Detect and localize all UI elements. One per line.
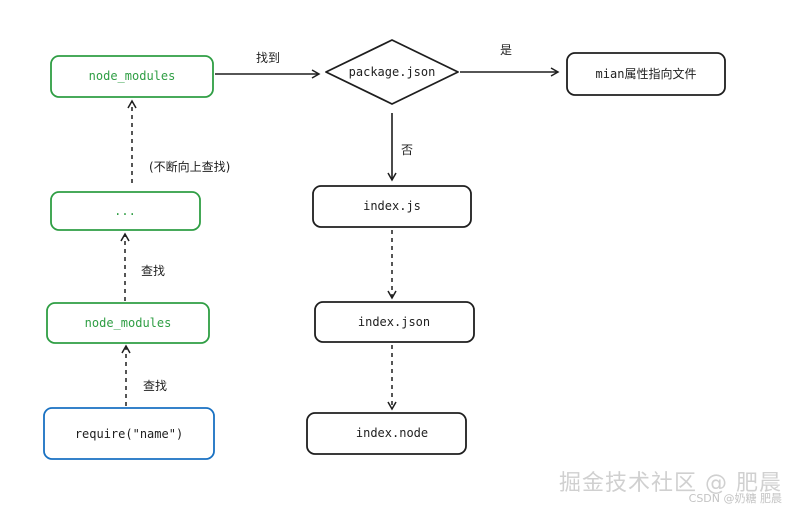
watermark-main: 掘金技术社区 @ 肥晨 (559, 471, 782, 496)
index-node-box: index.node (306, 412, 467, 455)
package-json-diamond: package.json (325, 39, 459, 105)
found-label: 找到 (256, 51, 280, 65)
node-modules-top-label: node_modules (89, 69, 176, 83)
index-json-label: index.json (358, 315, 430, 329)
index-js-label: index.js (363, 199, 421, 213)
require-box: require("name") (43, 407, 215, 460)
no-label: 否 (401, 143, 413, 157)
watermark-sub: CSDN @奶糖 肥晨 (688, 492, 782, 505)
index-js-box: index.js (312, 185, 472, 228)
require-label: require("name") (75, 427, 183, 441)
main-file-label: mian属性指向文件 (596, 66, 697, 81)
node-modules-mid-box: node_modules (46, 302, 210, 344)
main-file-box: mian属性指向文件 (566, 52, 726, 96)
search-label-2: 查找 (141, 264, 165, 278)
search-label-1: 查找 (143, 379, 167, 393)
ellipsis-box: ... (50, 191, 201, 231)
yes-label: 是 (500, 43, 512, 57)
package-json-label: package.json (349, 65, 436, 79)
node-modules-top-box: node_modules (50, 55, 214, 98)
node-modules-mid-label: node_modules (85, 316, 172, 330)
search-up-label: (不断向上查找) (149, 159, 230, 174)
index-json-box: index.json (314, 301, 475, 343)
index-node-label: index.node (356, 426, 428, 440)
ellipsis-label: ... (114, 204, 136, 218)
